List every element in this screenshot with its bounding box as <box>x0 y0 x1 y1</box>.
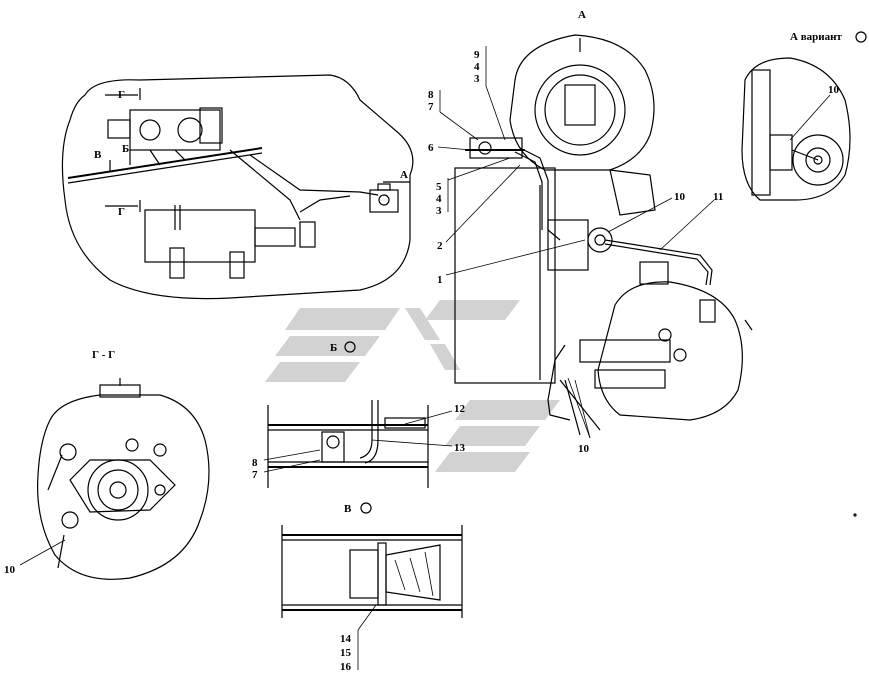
callout-7-top: 7 <box>428 101 434 113</box>
section-g-title: Г - Г <box>92 349 115 361</box>
callout-13: 13 <box>454 442 466 454</box>
view-b-circle-icon <box>344 341 356 353</box>
callout-10-a: 10 <box>674 191 686 203</box>
view-a-variant-circle-icon <box>855 31 867 43</box>
view-v-detail <box>281 525 463 618</box>
callout-11: 11 <box>713 191 723 203</box>
view-v-circle-icon <box>360 502 372 514</box>
callout-16: 16 <box>340 661 352 673</box>
callout-3-mid: 3 <box>436 205 442 217</box>
watermark-logo <box>265 300 560 472</box>
view-v-title: В <box>344 503 352 515</box>
view-a-assembly <box>454 34 753 436</box>
general-view <box>61 74 414 300</box>
callout-4-mid: 4 <box>436 193 442 205</box>
arrow-a-label: А <box>400 169 408 181</box>
callout-15: 15 <box>340 647 352 659</box>
callout-8-top: 8 <box>428 89 434 101</box>
arrow-v-label: В <box>94 149 102 161</box>
callout-4-top: 4 <box>474 61 480 73</box>
callout-7-b: 7 <box>252 469 258 481</box>
view-a-variant-title: А вариант <box>790 31 842 43</box>
view-b-title: Б <box>330 342 337 354</box>
view-a-variant-assembly <box>741 57 851 201</box>
callout-10-variant: 10 <box>828 84 840 96</box>
arrow-b-label: Б <box>122 143 129 155</box>
arrow-g-bottom-label: Г <box>118 206 125 218</box>
callout-10-section: 10 <box>4 564 16 576</box>
callout-3-top: 3 <box>474 73 480 85</box>
callout-6: 6 <box>428 142 434 154</box>
callout-10-bottom: 10 <box>578 443 590 455</box>
view-a-title: А <box>578 9 586 21</box>
view-a-marker-icon <box>853 513 857 517</box>
callout-5: 5 <box>436 181 442 193</box>
section-g-view <box>19 378 210 580</box>
callout-8-b: 8 <box>252 457 258 469</box>
arrow-g-top-label: Г <box>118 89 125 101</box>
callout-2: 2 <box>437 240 443 252</box>
callout-14: 14 <box>340 633 352 645</box>
callout-9: 9 <box>474 49 480 61</box>
callout-1: 1 <box>437 274 443 286</box>
view-b-detail <box>267 400 429 488</box>
callout-12: 12 <box>454 403 466 415</box>
